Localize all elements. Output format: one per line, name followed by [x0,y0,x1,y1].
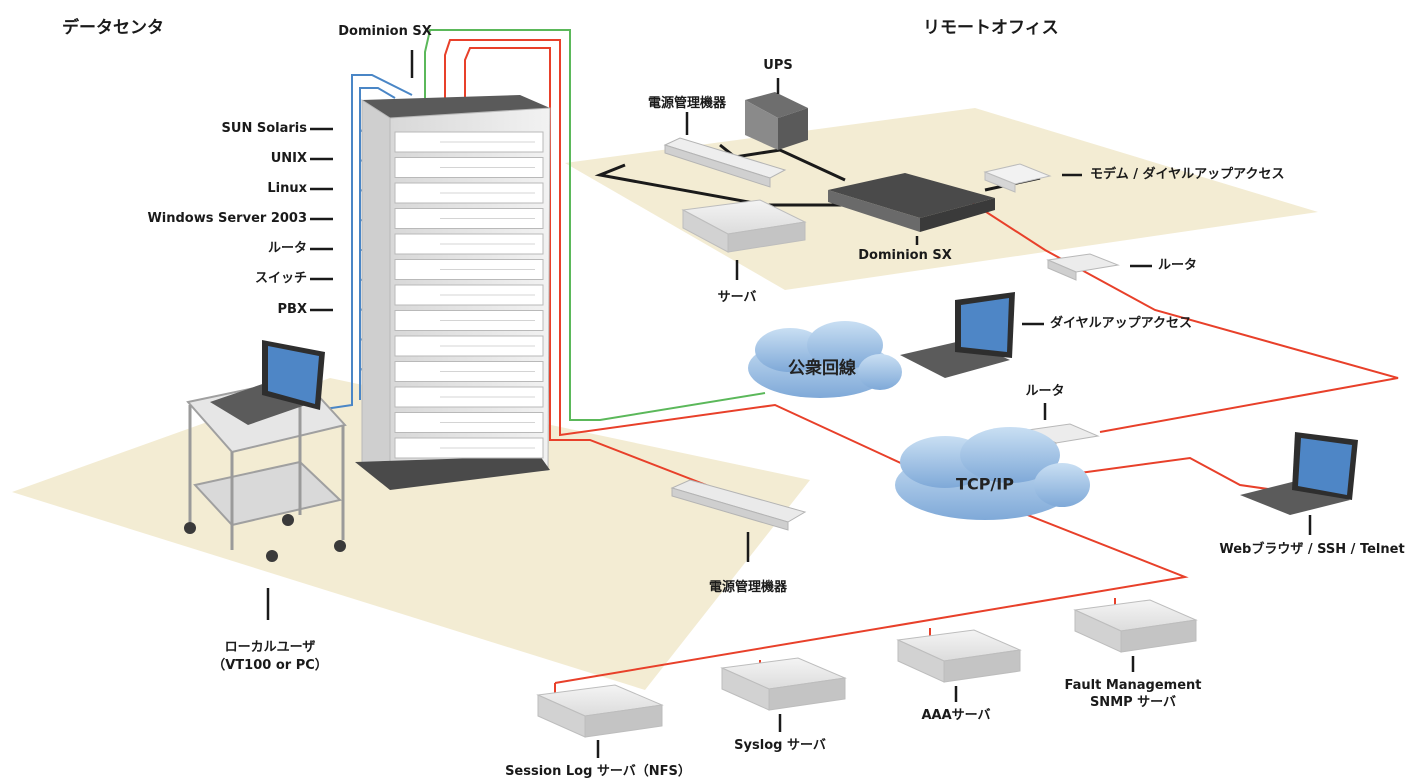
fault-server-label: Fault Management [1064,678,1202,693]
device-label-windows-server: Windows Server 2003 [147,211,307,226]
local-user-label: ローカルユーザ [224,640,316,655]
server-aaa [896,629,1022,683]
device-label-linux: Linux [267,181,307,196]
remote-pdu-label: 電源管理機器 [647,96,727,111]
rack-units [394,131,544,459]
device-label-unix: UNIX [270,151,307,166]
pstn-cloud-label: 公衆回線 [788,358,856,379]
modem-label: モデム / ダイヤルアップアクセス [1090,167,1285,182]
datacenter-floor [12,378,810,690]
ups-unit [745,92,808,150]
device-label-sun-solaris: SUN Solaris [221,121,307,136]
dialup-laptop [900,292,1015,378]
server-session-log [536,684,664,738]
local-user-laptop [210,340,325,425]
syslog-server-label: Syslog サーバ [734,738,826,753]
device-label-pbx: PBX [277,302,307,317]
remote-server-label: サーバ [717,290,757,305]
device-label-switch: スイッチ [254,271,307,286]
remote-router [1046,253,1120,281]
fault-server-sublabel: SNMP サーバ [1089,695,1177,710]
server-syslog [720,657,847,711]
remote-office-title: リモートオフィス [923,18,1059,38]
web-client-laptop [1240,432,1358,515]
local-user-sublabel: （VT100 or PC） [212,658,328,673]
green-cable [424,29,766,421]
cart-wheels [184,514,346,562]
remote-router-label: ルータ [1158,258,1198,273]
datacenter-pdu [670,479,807,531]
pstn-cloud-shape [748,321,902,398]
datacenter-title: データセンタ [62,18,164,38]
tcpip-cloud-shape [895,427,1090,520]
datacenter-pdu-label: 電源管理機器 [708,580,788,595]
remote-dominion-label: Dominion SX [858,248,952,263]
tcpip-router-label: ルータ [1025,384,1065,399]
dialup-access-label: ダイヤルアップアクセス [1050,316,1192,331]
remote-dominion-sx [828,173,995,232]
aaa-server-label: AAAサーバ [921,708,991,723]
remote-pdu [663,137,787,188]
modem-device [983,163,1052,193]
device-label-router: ルータ [267,241,307,256]
session-log-server-label: Session Log サーバ（NFS） [505,764,691,779]
server-fault-management [1073,599,1198,653]
rack-label: Dominion SX [338,24,432,39]
leader-lines [266,50,1312,758]
tcpip-cloud-label: TCP/IP [956,474,1014,494]
remote-server [681,199,807,253]
ups-label: UPS [763,58,793,73]
web-client-label: Webブラウザ / SSH / Telnet [1219,542,1405,557]
